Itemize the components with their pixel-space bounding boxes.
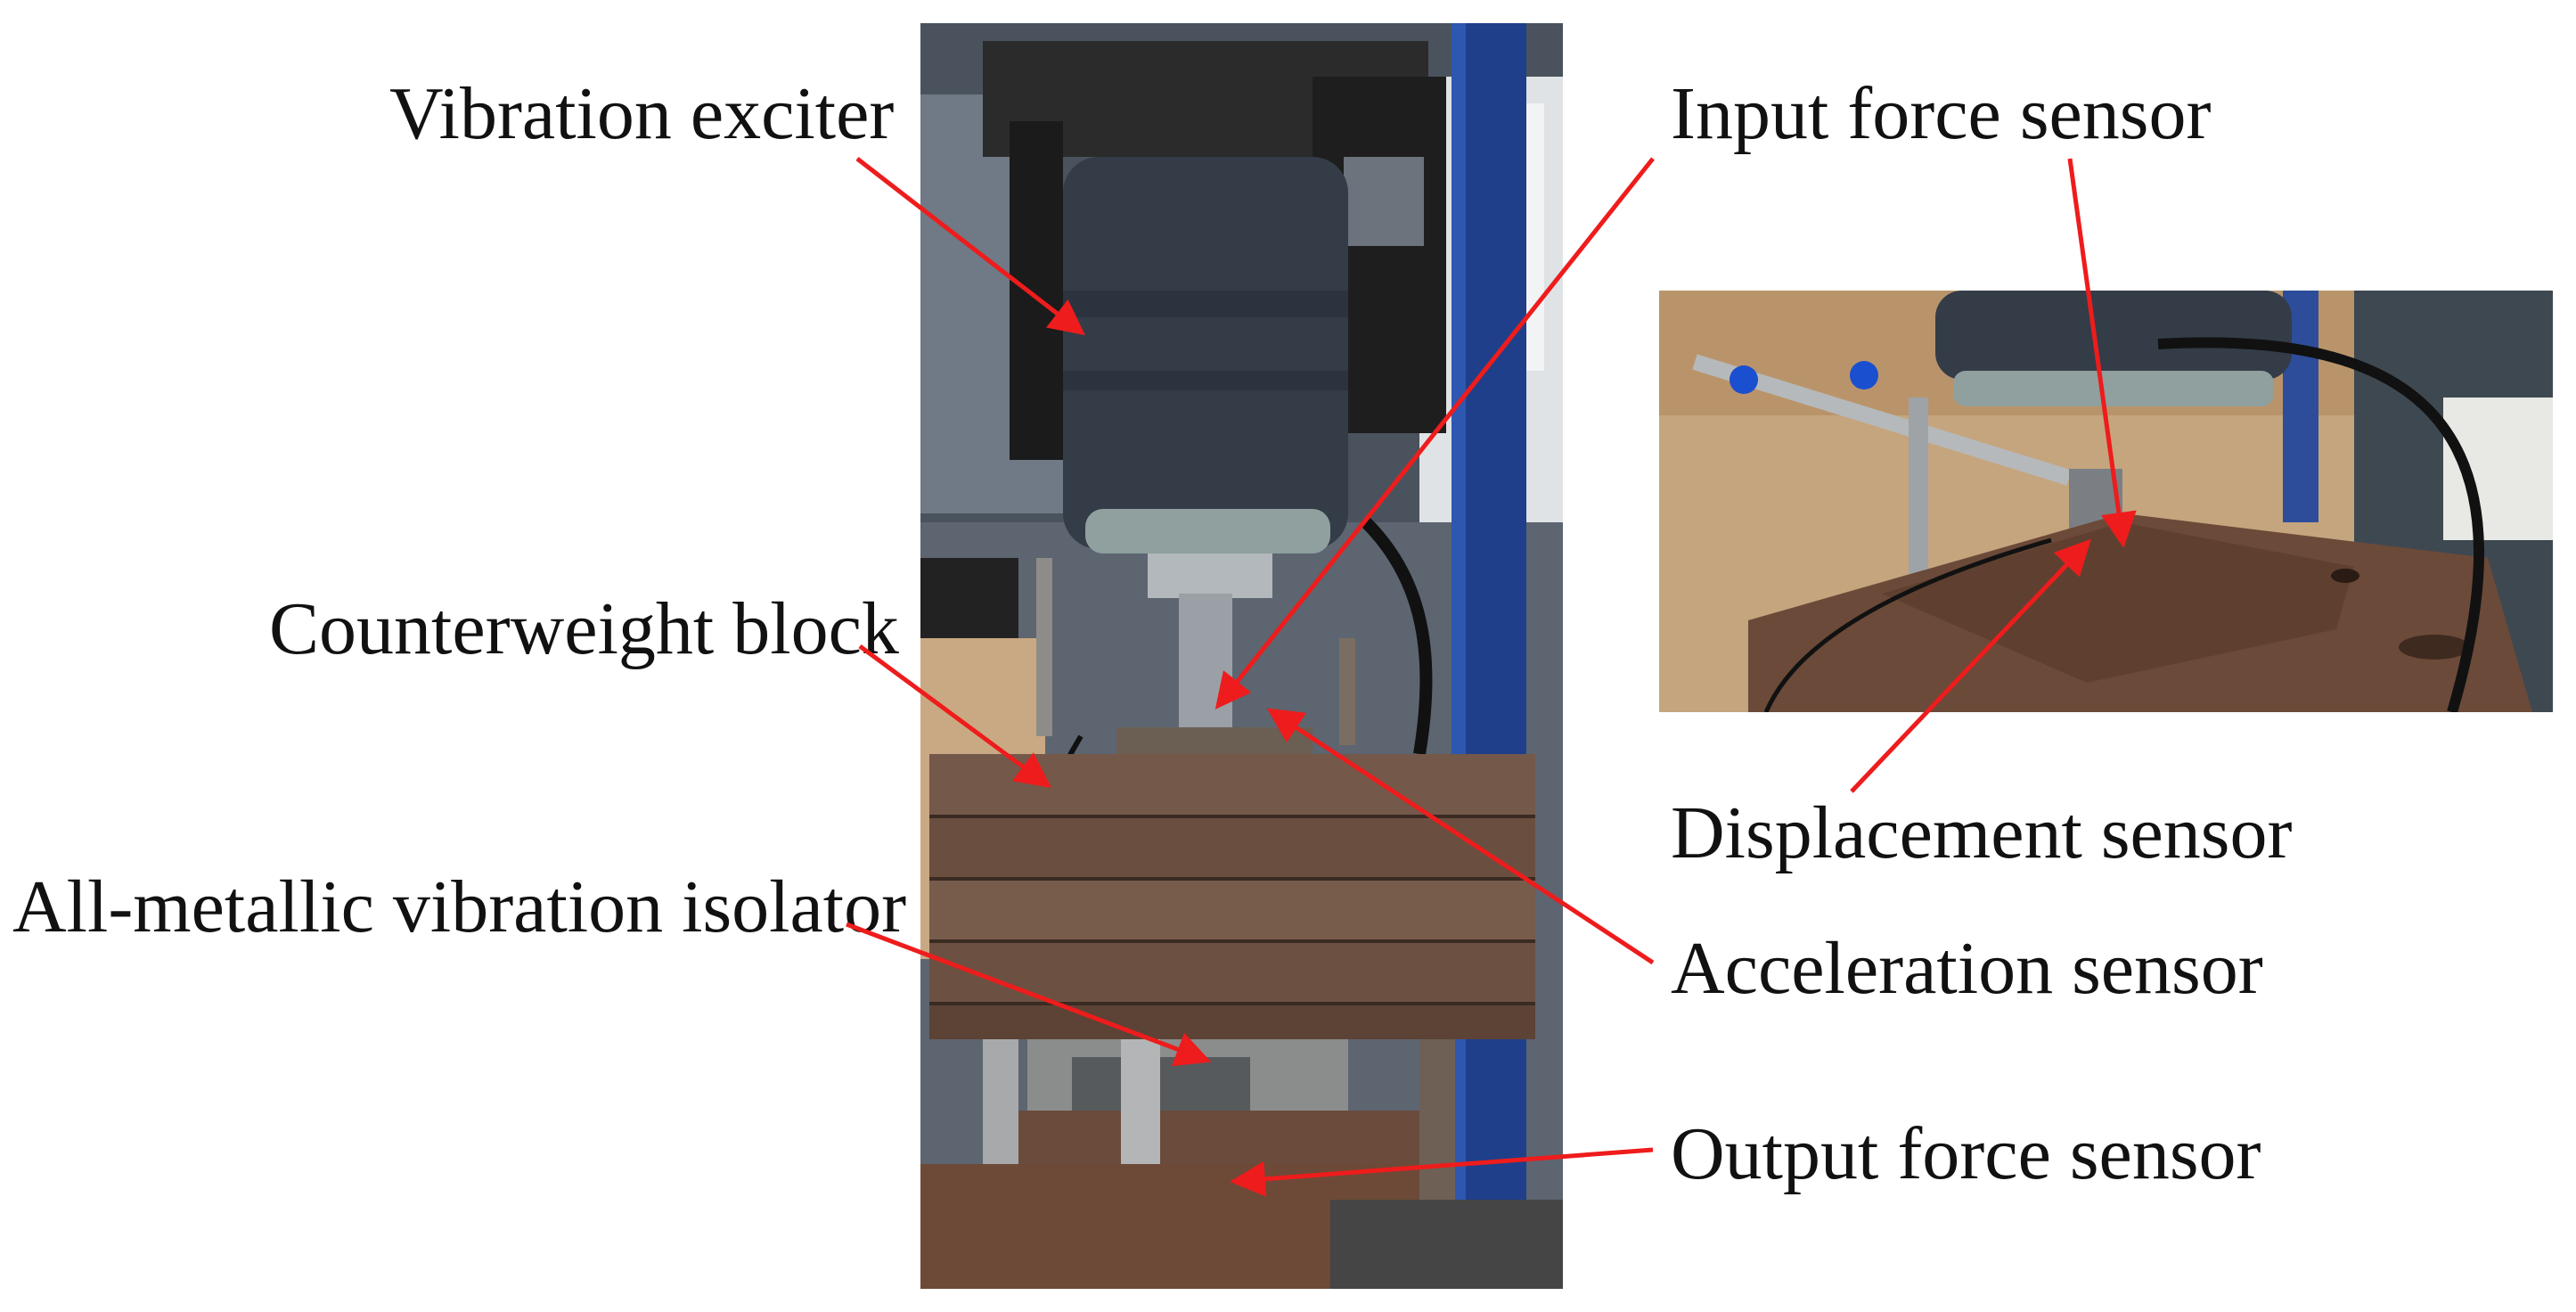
label-counterweight-block: Counterweight block	[269, 587, 899, 670]
label-isolator: All-metallic vibration isolator	[12, 865, 907, 948]
arrow-acceleration-sensor	[1266, 708, 1655, 965]
label-acceleration-sensor: Acceleration sensor	[1671, 927, 2263, 1010]
test-rig-photo	[920, 23, 1563, 1289]
label-displacement-sensor: Displacement sensor	[1671, 791, 2293, 874]
test-rig-illustration	[920, 23, 1563, 1289]
arrow-counterweight-block	[858, 644, 1052, 788]
arrow-isolator	[846, 922, 1212, 1067]
label-vibration-exciter: Vibration exciter	[389, 72, 895, 155]
arrow-vibration-exciter	[855, 157, 1085, 336]
label-input-force-sensor: Input force sensor	[1671, 72, 2212, 155]
arrow-input-force-sensor-inset	[2067, 158, 2137, 548]
sensor-closeup-illustration	[1659, 291, 2553, 712]
arrow-displacement-sensor	[1850, 538, 2091, 793]
label-output-force-sensor: Output force sensor	[1671, 1112, 2261, 1195]
arrow-input-force-sensor	[1214, 157, 1655, 709]
arrow-output-force-sensor	[1230, 1147, 1654, 1197]
sensor-closeup-photo	[1659, 291, 2553, 712]
